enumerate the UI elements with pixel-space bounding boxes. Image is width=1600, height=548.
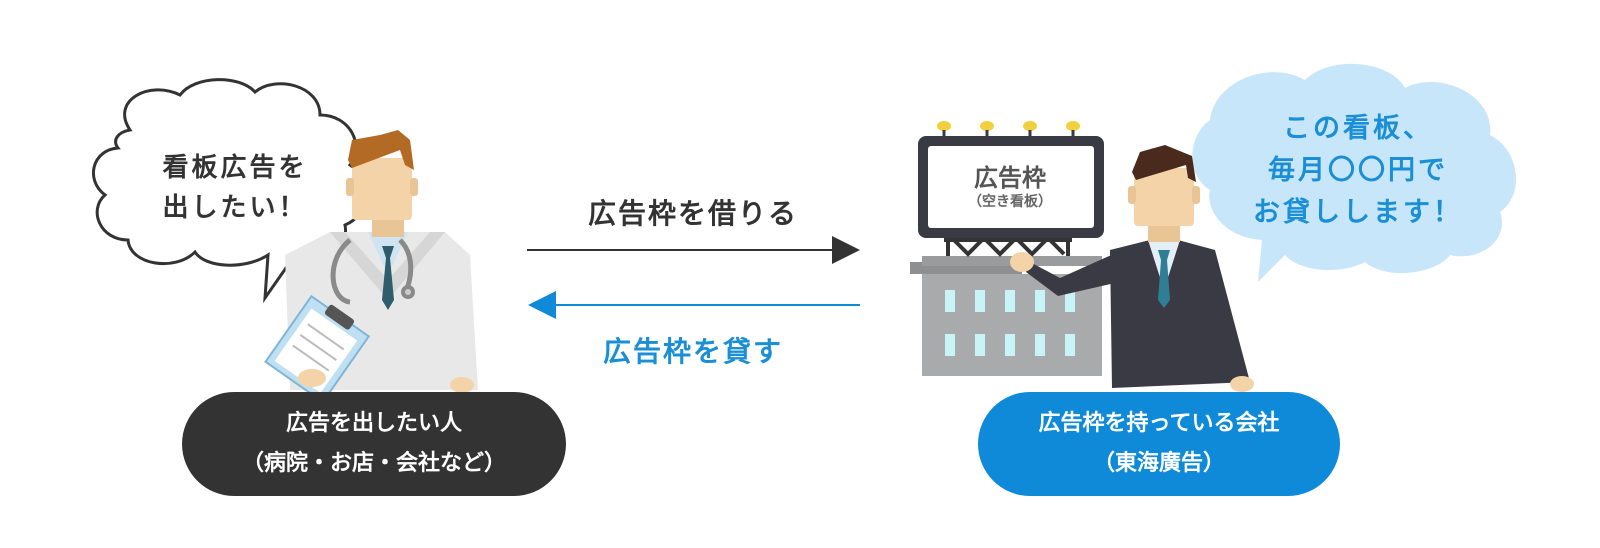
advertiser-label: 広告を出したい人 （病院・お店・会社など） — [182, 392, 566, 496]
advertiser-label-line1: 広告を出したい人 — [285, 411, 462, 436]
right-speech-line3: お貸しします！ — [1253, 197, 1463, 228]
left-speech-line2: 出したい！ — [162, 193, 308, 223]
businessman-figure-icon — [1010, 145, 1254, 392]
left-speech-text: 看板広告を 出したい！ — [150, 148, 320, 228]
billboard-icon — [918, 121, 1104, 238]
rent-arrow-label: 広告枠を借りる — [587, 197, 798, 230]
arrow-right-icon — [527, 236, 860, 264]
owner-company-label: 広告枠を持っている会社 （東海廣告） — [978, 392, 1340, 496]
lend-arrow-label: 広告枠を貸す — [602, 335, 783, 368]
arrow-left-icon — [528, 291, 860, 319]
billboard-subtitle: （空き看板） — [968, 194, 1052, 210]
right-speech-line2: 毎月〇〇円で — [1268, 155, 1448, 186]
speech-cloud-icon — [1192, 63, 1517, 283]
advertiser-label-line2: （病院・お店・会社など） — [241, 451, 506, 476]
billboard-title: 広告枠 — [974, 164, 1046, 192]
owner-label-line1: 広告枠を持っている会社 — [1038, 411, 1280, 436]
right-speech-text: この看板、 毎月〇〇円で お貸しします！ — [1228, 108, 1488, 234]
doctor-figure-icon — [264, 130, 478, 404]
right-speech-line1: この看板、 — [1283, 113, 1433, 144]
owner-label-line2: （東海廣告） — [1092, 451, 1225, 476]
building-icon — [910, 235, 1102, 376]
left-speech-line1: 看板広告を — [162, 153, 308, 183]
